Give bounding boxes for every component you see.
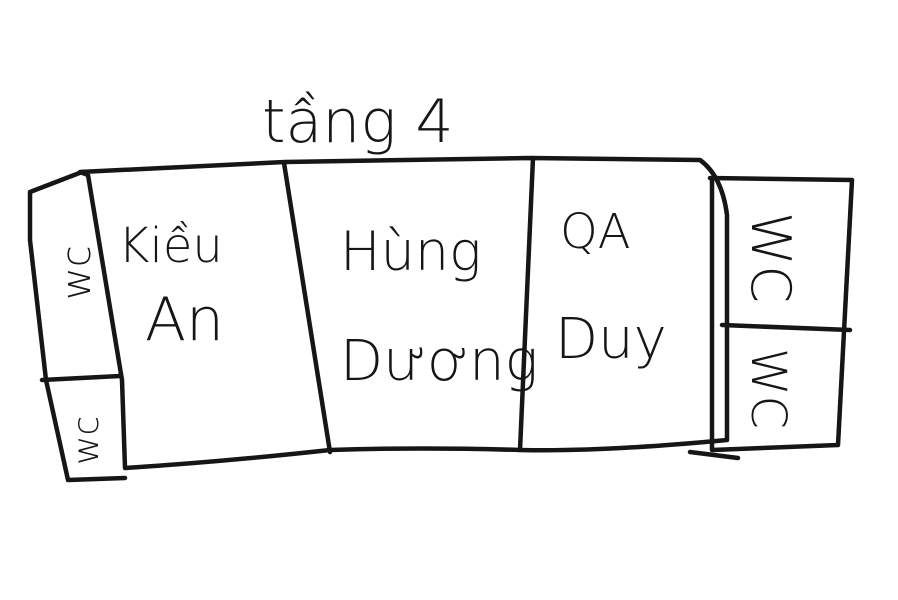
bottom-tail — [687, 449, 741, 461]
room-3-line-1: QA — [560, 204, 631, 260]
wc-right-bottom-label: WC — [740, 348, 796, 429]
right-wc-divider — [719, 322, 853, 333]
room-1-line-1: Kiều — [118, 218, 223, 274]
wc-left-top-label: wc — [54, 245, 100, 300]
room-2-line-1: Hùng — [340, 220, 481, 283]
left-wc-outline — [27, 169, 128, 483]
divider-room-2-3 — [517, 155, 536, 453]
wc-left-bottom-label: wc — [66, 416, 107, 465]
floor-title: tầng 4 — [262, 87, 454, 157]
wc-right-top-label: WC — [739, 212, 802, 303]
right-wc-outline — [707, 175, 855, 453]
building-outline — [77, 155, 730, 471]
room-2-line-2: Dương — [340, 329, 538, 394]
left-wc-divider — [39, 373, 123, 383]
room-3-line-2: Duy — [555, 307, 667, 372]
divider-room-1-2 — [281, 160, 333, 455]
room-1-line-2: An — [145, 285, 224, 355]
